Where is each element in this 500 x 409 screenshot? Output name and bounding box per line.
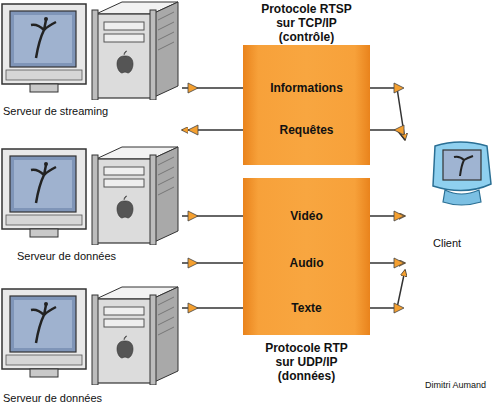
- band-fill: [243, 45, 370, 165]
- author-note: Dimitri Aumand: [425, 380, 486, 390]
- protocol-heading: Protocole RTP sur UDP/IP (données): [243, 336, 370, 388]
- client-illustration: [425, 140, 495, 210]
- server-art: [0, 145, 182, 249]
- server-node: Serveur de streaming: [0, 0, 182, 140]
- server-illustration: [0, 0, 182, 100]
- node-caption: Serveur de données: [3, 392, 102, 404]
- edge-label: Audio: [290, 256, 324, 270]
- client-node: Client: [405, 140, 500, 270]
- node-caption: Serveur de streaming: [3, 105, 108, 117]
- node-caption: Client: [433, 237, 461, 249]
- protocol-heading: Protocole RTSP sur TCP/IP (contrôle): [243, 0, 370, 45]
- edge-label: Informations: [270, 81, 343, 95]
- edge-label: Texte: [291, 301, 321, 315]
- server-illustration: [0, 145, 182, 245]
- server-art: [0, 0, 182, 104]
- node-caption: Serveur de données: [17, 250, 116, 262]
- server-art: [0, 285, 182, 389]
- server-node: Serveur de données: [0, 140, 182, 280]
- client-art: [425, 140, 495, 214]
- edge-label: Vidéo: [290, 209, 322, 223]
- server-illustration: [0, 285, 182, 385]
- server-node: Serveur de données: [0, 280, 182, 409]
- edge-label: Requêtes: [279, 123, 333, 137]
